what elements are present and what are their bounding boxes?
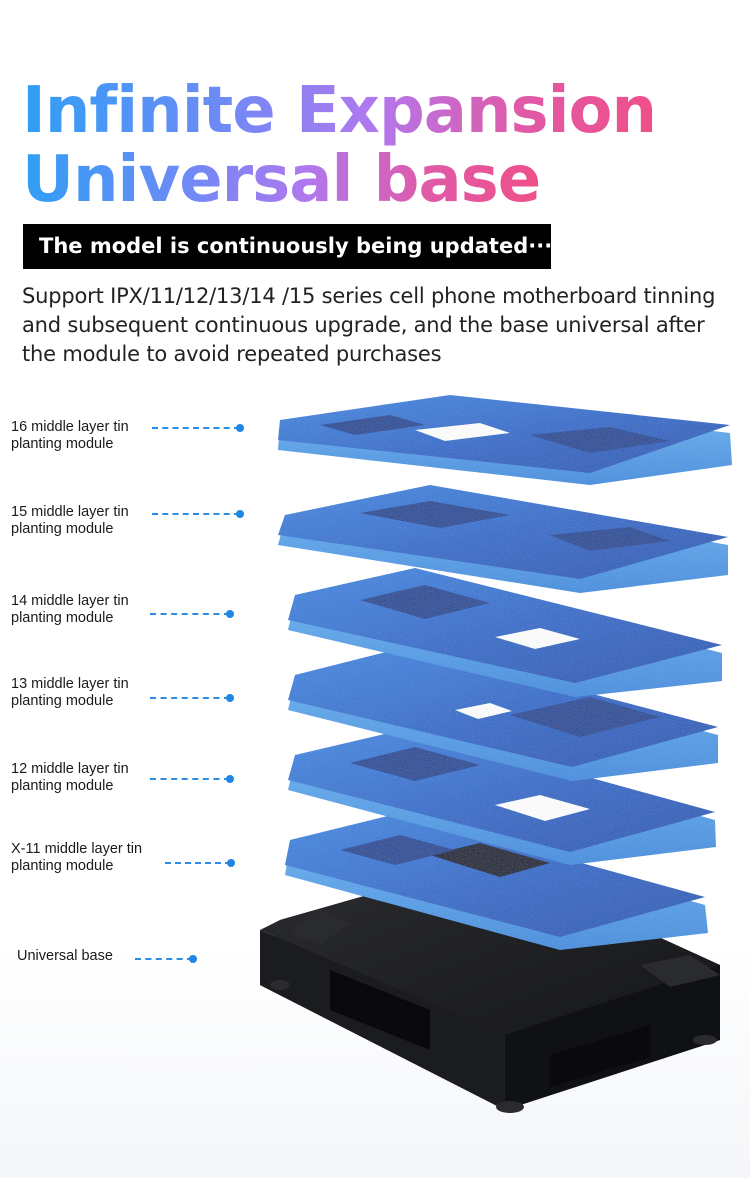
label-module-15: 15 middle layer tin planting module <box>11 504 129 538</box>
label-line: 15 middle layer tin <box>11 504 129 520</box>
label-line: 16 middle layer tin <box>11 419 129 435</box>
label-line: 14 middle layer tin <box>11 593 129 609</box>
label-universal-base: Universal base <box>17 948 113 965</box>
label-line: planting module <box>11 858 114 874</box>
label-module-x11: X-11 middle layer tin planting module <box>11 841 142 875</box>
label-module-12: 12 middle layer tin planting module <box>11 761 129 795</box>
leader-line-12 <box>150 775 234 783</box>
update-banner: The model is continuously being updated·… <box>23 224 552 269</box>
label-line: planting module <box>11 521 114 537</box>
leader-line-base <box>135 955 197 963</box>
module-15-plate <box>278 485 728 593</box>
leader-line-14 <box>150 610 234 618</box>
module-13-plate <box>288 646 718 781</box>
module-x11-plate <box>285 813 708 950</box>
leader-line-x11 <box>165 859 235 867</box>
label-line: planting module <box>11 610 114 626</box>
module-16-plate <box>278 395 732 485</box>
leader-line-16 <box>152 424 244 432</box>
headline-line-2: Universal base <box>22 143 541 217</box>
label-line: X-11 middle layer tin <box>11 841 143 857</box>
product-description: Support IPX/11/12/13/14 /15 series cell … <box>22 284 716 366</box>
module-12-plate <box>288 728 716 865</box>
label-module-13: 13 middle layer tin planting module <box>11 676 129 710</box>
label-line: planting module <box>11 778 114 794</box>
label-line: 12 middle layer tin <box>11 761 129 777</box>
module-14-plate <box>288 568 722 697</box>
product-stack-illustration <box>260 395 732 1113</box>
label-module-14: 14 middle layer tin planting module <box>11 593 129 627</box>
label-line: 13 middle layer tin <box>11 676 129 692</box>
label-line: planting module <box>11 436 114 452</box>
label-line: planting module <box>11 693 114 709</box>
leader-line-15 <box>152 510 244 518</box>
label-line: Universal base <box>17 948 113 964</box>
leader-line-13 <box>150 694 234 702</box>
label-module-16: 16 middle layer tin planting module <box>11 419 129 453</box>
headline-line-1: Infinite Expansion <box>22 74 657 148</box>
